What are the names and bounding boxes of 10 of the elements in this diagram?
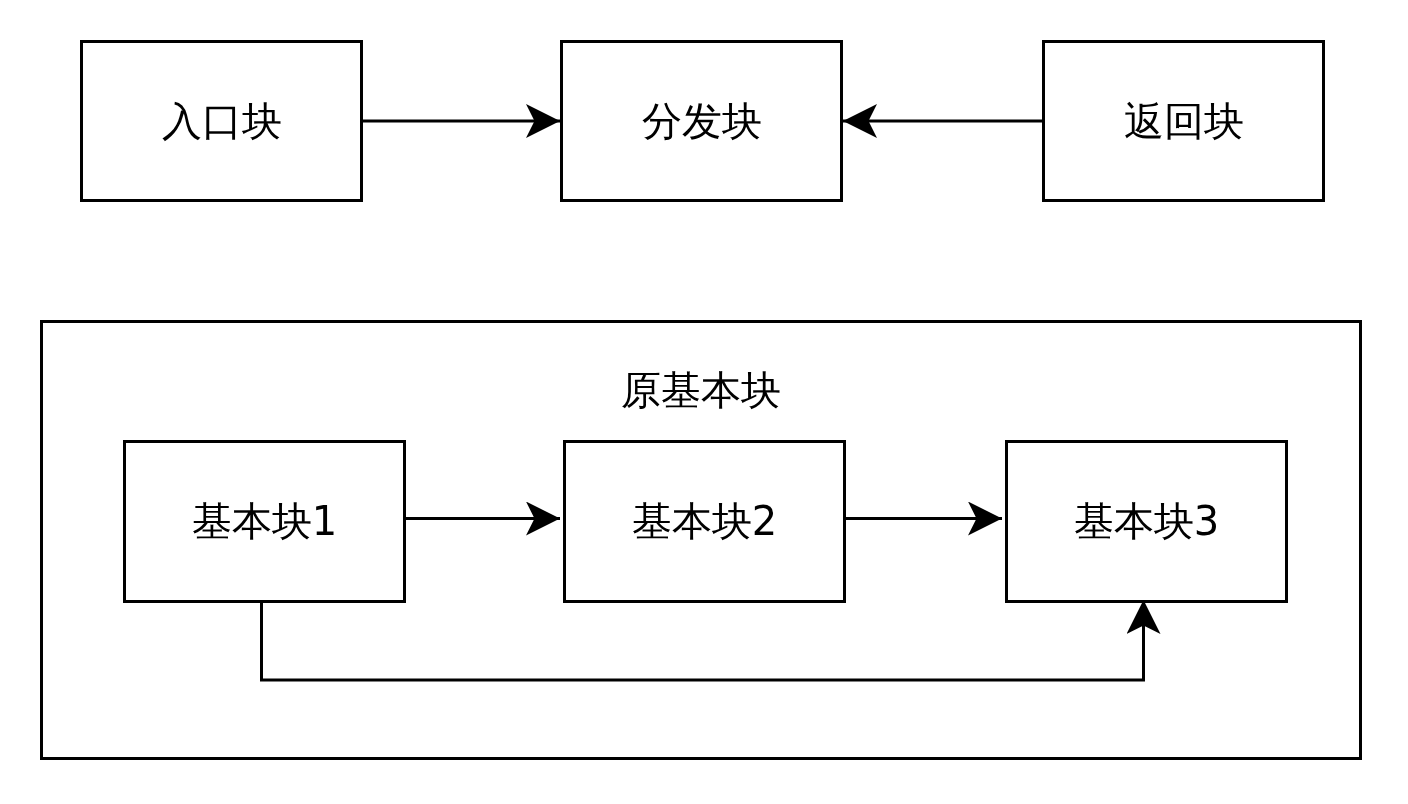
process-box: 基本块1 <box>123 440 406 603</box>
group-title: 原基本块 <box>621 366 781 415</box>
group-box <box>40 320 1362 760</box>
arrow <box>363 104 560 138</box>
process-box: 基本块3 <box>1005 440 1288 603</box>
process-box: 返回块 <box>1042 40 1325 202</box>
process-box: 分发块 <box>560 40 843 202</box>
arrow <box>843 104 1042 138</box>
process-box: 入口块 <box>80 40 363 202</box>
process-box: 基本块2 <box>563 440 846 603</box>
